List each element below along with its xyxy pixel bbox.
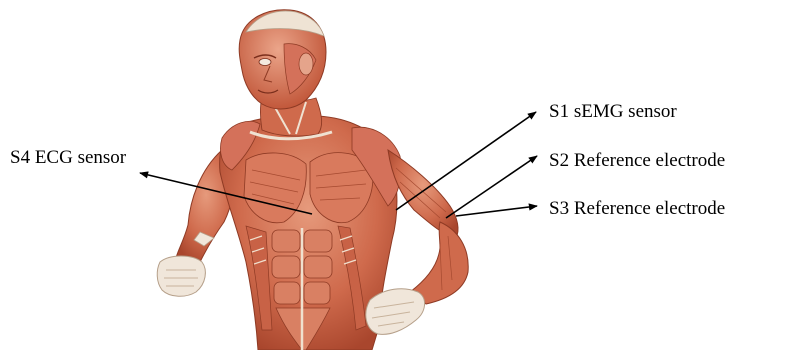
anatomy-figure [157,10,468,350]
label-s4: S4 ECG sensor [10,147,127,168]
label-s1: S1 sEMG sensor [549,101,677,122]
label-s3: S3 Reference electrode [549,198,725,219]
right-forearm [410,222,468,304]
label-s2: S2 Reference electrode [549,150,725,171]
right-upper-arm [388,150,458,238]
arrow-s3 [456,206,537,216]
left-hand [157,256,205,296]
arrow-s1 [396,112,536,210]
